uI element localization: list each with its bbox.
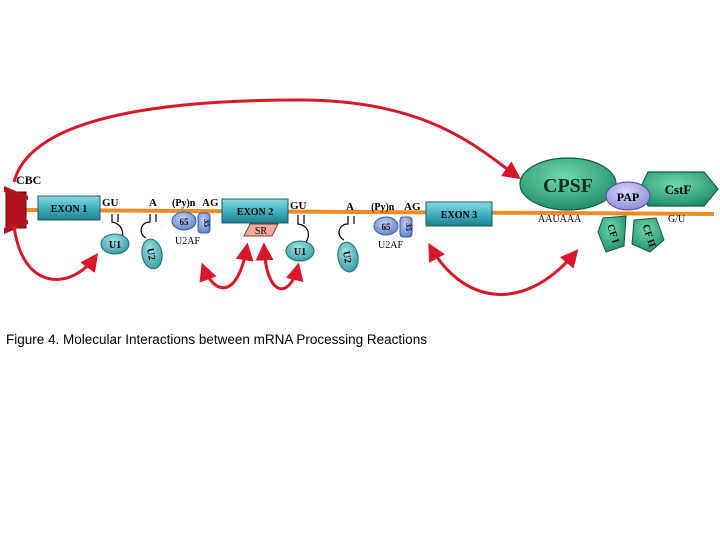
u1-label-2: U1 [294,247,306,258]
sr-protein [243,223,279,237]
u2-tether-2 [338,216,355,241]
gu-downstream-label: G/U [668,214,686,225]
gu-label-1: GU [102,197,119,209]
exon1-box [37,195,101,221]
u2af35-label-2: 35 [404,223,413,231]
u1-snrnp-1 [100,233,130,255]
u2af-label-2: U2AF [378,240,403,251]
u2af35-label-1: 35 [202,219,211,227]
u2af-to-sr-arrow [199,242,254,290]
u2af65-label-1: 65 [180,217,190,227]
u2af-to-3prime-arrow [428,242,579,296]
cbc-label: CBC [16,173,41,187]
u2-tether-1 [140,214,157,239]
u2-snrnp-2 [337,241,359,273]
a-label-1: A [149,197,157,209]
exon3-box [425,201,493,227]
cstf-label: CstF [665,182,692,197]
ag-label-1: AG [202,197,219,209]
cbc-to-u1-arrow [12,225,99,281]
ag-label-2: AG [404,201,421,213]
pap-label: PAP [617,190,639,204]
u2-label-1: U2 [144,247,157,261]
u2af-label-1: U2AF [175,236,200,247]
aauaaa-label: AAUAAA [538,214,582,225]
u2af35-2 [399,216,413,238]
sr-to-u1-arrow [255,242,304,291]
u2-label-2: U2 [340,250,353,264]
mrna-line [21,208,715,216]
u2af65-2 [373,216,399,236]
u1-tether-2 [297,215,309,243]
u2af65-label-2: 65 [382,222,392,232]
exon2-box [221,198,289,224]
sr-label: SR [255,226,268,237]
cbc-cap [4,186,28,234]
a-label-2: A [346,201,354,213]
u2af35-1 [197,212,211,234]
pyn-label-1: (Py)n [172,198,196,209]
cfi-factor [597,215,627,253]
cfii-factor [631,217,665,253]
exon2-label: EXON 2 [237,207,273,218]
u2-snrnp-1 [141,238,163,270]
exon3-label: EXON 3 [441,210,477,221]
figure-caption: Figure 4. Molecular Interactions between… [6,332,427,347]
u2af65-1 [171,211,197,231]
u1-label-1: U1 [109,240,121,251]
cpsf-label: CPSF [543,175,593,197]
gu-label-2: GU [290,200,307,212]
pap-enzyme [605,181,651,211]
cbc-to-cpsf-arrow [12,98,521,183]
pyn-label-2: (Py)n [371,202,395,213]
exon1-label: EXON 1 [51,204,87,215]
